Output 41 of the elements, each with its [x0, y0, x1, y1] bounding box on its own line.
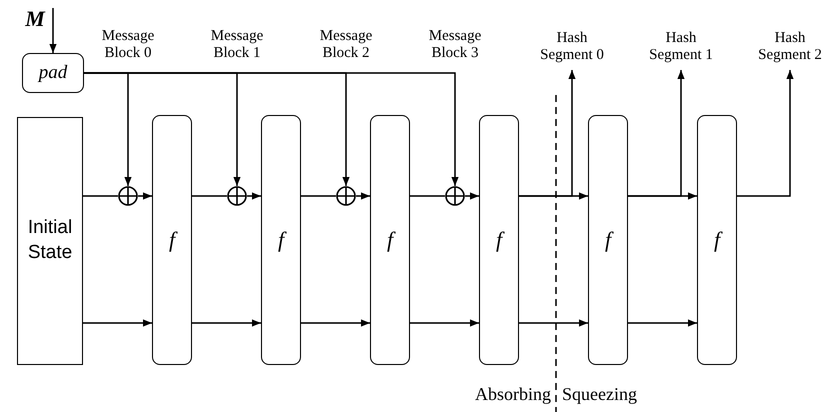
arrow: [83, 319, 152, 327]
arrow: [628, 319, 697, 327]
arrow: [519, 319, 588, 327]
arrow: [410, 319, 479, 327]
variable-label: M: [22, 6, 48, 32]
output-label: Hash Segment 1: [644, 28, 718, 66]
function-box: f: [370, 115, 410, 365]
xor-symbol: [118, 186, 138, 206]
function-box: f: [261, 115, 301, 365]
connector-line: [83, 195, 118, 197]
arrow: [519, 70, 576, 197]
input-label: Message Block 1: [210, 28, 264, 62]
phase-label: Absorbing: [475, 384, 551, 405]
xor-symbol: [445, 186, 465, 206]
function-box: f: [697, 115, 737, 365]
arrow: [628, 70, 685, 197]
output-label: Hash Segment 0: [535, 28, 609, 66]
arrow: [737, 70, 794, 197]
xor-symbol: [336, 186, 356, 206]
function-box: f: [479, 115, 519, 365]
output-label: Hash Segment 2: [753, 28, 827, 66]
arrow: [84, 72, 459, 186]
state-box: Initial State: [17, 117, 83, 365]
arrow: [138, 192, 152, 200]
arrow: [465, 192, 479, 200]
process-box: pad: [22, 53, 84, 93]
connector-line: [410, 195, 445, 197]
connector-line: [192, 195, 227, 197]
function-box: f: [152, 115, 192, 365]
arrow: [49, 8, 57, 53]
xor-symbol: [227, 186, 247, 206]
arrow: [356, 192, 370, 200]
connector-line: [301, 195, 336, 197]
input-label: Message Block 2: [318, 28, 374, 62]
arrow: [247, 192, 261, 200]
phase-label: Squeezing: [562, 384, 637, 405]
function-box: f: [588, 115, 628, 365]
input-label: Message Block 0: [100, 28, 156, 62]
arrow: [301, 319, 370, 327]
input-label: Message Block 3: [428, 28, 482, 62]
arrow: [192, 319, 261, 327]
